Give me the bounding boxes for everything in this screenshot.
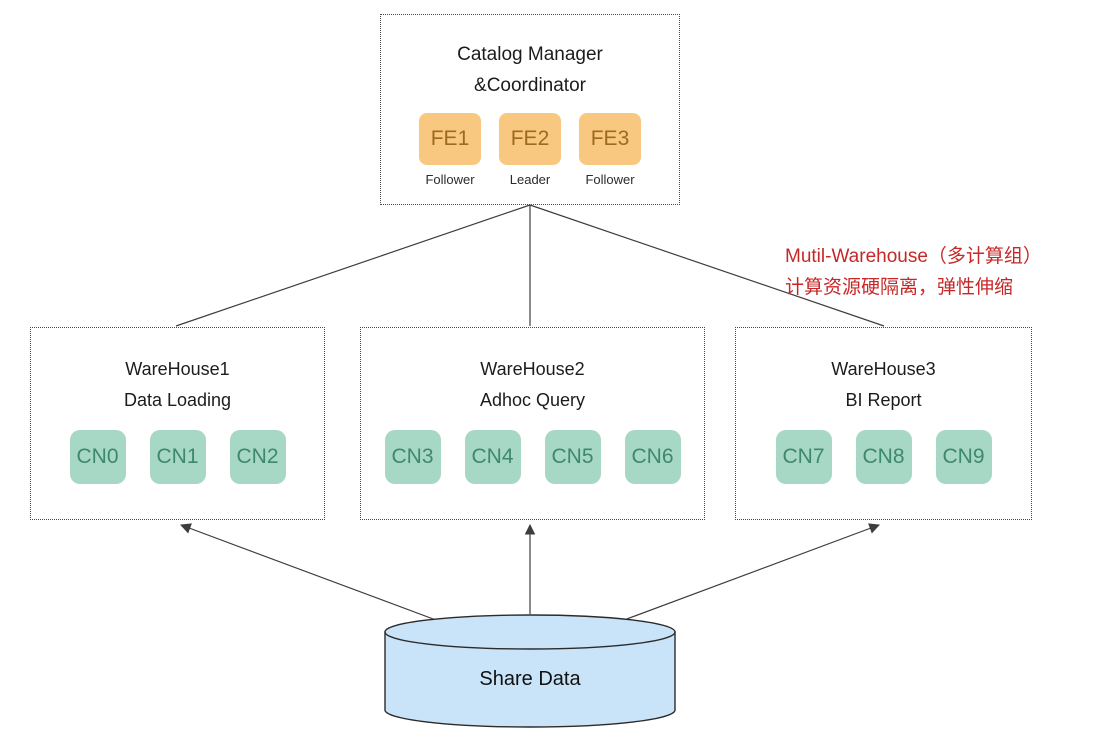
fe2-node-box: FE2 — [499, 113, 561, 165]
warehouse3-box: WareHouse3 BI Report CN7 CN8 CN9 — [735, 327, 1032, 520]
cn0-node-box: CN0 — [69, 430, 126, 484]
cn9-node-box: CN9 — [935, 430, 992, 484]
cn2-node-box: CN2 — [229, 430, 286, 484]
catalog-title-line1: Catalog Manager — [457, 44, 603, 65]
cn6-node-box: CN6 — [624, 430, 681, 484]
fe2-role-label: Leader — [509, 172, 551, 187]
fe3-role-label: Follower — [585, 172, 635, 187]
catalog-manager-box: Catalog Manager &Coordinator FE1 Followe… — [380, 14, 680, 205]
warehouse1-cn-row: CN0 CN1 CN2 — [31, 430, 324, 484]
cn1-node-box: CN1 — [149, 430, 206, 484]
cn5-node-box: CN5 — [544, 430, 601, 484]
fe1-node-box: FE1 — [419, 113, 481, 165]
warehouse2-title: WareHouse2 — [480, 359, 585, 379]
fe-node-fe3: FE3 Follower — [579, 113, 641, 187]
warehouse3-title: WareHouse3 — [831, 359, 936, 379]
catalog-to-warehouse1-line — [175, 204, 531, 327]
warehouse2-box: WareHouse2 Adhoc Query CN3 CN4 CN5 CN6 — [360, 327, 705, 520]
storage-to-warehouse3-arrow — [607, 523, 881, 627]
fe-node-fe2: FE2 Leader — [499, 113, 561, 187]
warehouse2-subtitle: Adhoc Query — [479, 390, 586, 410]
catalog-to-warehouse3-line — [529, 204, 885, 327]
cn3-node-box: CN3 — [384, 430, 441, 484]
annotation-line2: 计算资源硬隔离，弹性伸缩 — [785, 277, 1014, 298]
fe1-role-label: Follower — [425, 172, 475, 187]
cn4-node-box: CN4 — [464, 430, 521, 484]
fe-node-fe1: FE1 Follower — [419, 113, 481, 187]
annotation-line1: Mutil-Warehouse（多计算组） — [785, 246, 1042, 267]
warehouse1-box: WareHouse1 Data Loading CN0 CN1 CN2 — [30, 327, 325, 520]
warehouse3-subtitle: BI Report — [845, 390, 922, 410]
warehouse3-cn-row: CN7 CN8 CN9 — [736, 430, 1031, 484]
share-data-label: Share Data — [479, 668, 581, 690]
multi-warehouse-annotation: Mutil-Warehouse（多计算组） 计算资源硬隔离，弹性伸缩 — [785, 241, 1042, 303]
warehouse2-cn-row: CN3 CN4 CN5 CN6 — [361, 430, 704, 484]
fe3-node-box: FE3 — [579, 113, 641, 165]
fe-node-row: FE1 Follower FE2 Leader FE3 Follower — [381, 113, 679, 187]
warehouse1-subtitle: Data Loading — [123, 390, 232, 410]
cn7-node-box: CN7 — [775, 430, 832, 484]
share-data-cylinder — [384, 614, 676, 728]
catalog-title-line2: &Coordinator — [474, 75, 586, 96]
storage-to-warehouse1-arrow — [179, 523, 453, 627]
cn8-node-box: CN8 — [855, 430, 912, 484]
warehouse1-title: WareHouse1 — [125, 359, 230, 379]
